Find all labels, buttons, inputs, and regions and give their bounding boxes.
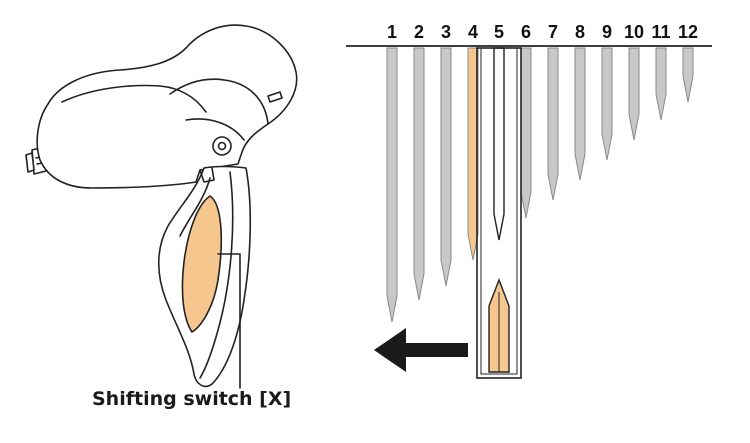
- gear-label-8: 8: [575, 22, 585, 42]
- hood-ridge-line: [169, 78, 269, 125]
- shifting-switch-x: [181, 195, 223, 333]
- gear-bar-1: [386, 47, 398, 323]
- figure-caption: Shifting switch [X]: [92, 388, 292, 410]
- gear-bar-6: [520, 47, 532, 219]
- blade-upper-edge: [179, 177, 211, 237]
- pivot-bolt-icon: [212, 136, 232, 156]
- gear-label-11: 11: [651, 22, 670, 42]
- gear-label-6: 6: [521, 22, 531, 42]
- lever-hood: [36, 24, 298, 189]
- gear-label-10: 10: [624, 22, 644, 42]
- hood-side-line: [185, 118, 245, 141]
- switch-callout-line: [217, 253, 241, 389]
- selected-gear-frame: [476, 47, 522, 379]
- gear-bar-7: [547, 47, 559, 201]
- blade-inner-edge: [199, 171, 234, 379]
- gear-label-12: 12: [678, 22, 698, 42]
- gear-bar-10: [628, 47, 640, 141]
- gear-bar-12: [682, 47, 694, 103]
- gear-label-7: 7: [548, 22, 558, 42]
- gear-label-4: 4: [468, 22, 478, 42]
- hood-slot: [267, 91, 283, 103]
- shift-direction-arrow-icon: [374, 328, 468, 372]
- gear-bar-3: [440, 47, 452, 287]
- gear-bar-9: [601, 47, 613, 161]
- pivot-bolt-center: [217, 141, 227, 151]
- gear-bar-group: [386, 47, 694, 323]
- gear-label-2: 2: [414, 22, 424, 42]
- gear-label-3: 3: [441, 22, 451, 42]
- gear-label-5: 5: [494, 22, 504, 42]
- gear-5-inner-frame: [480, 47, 518, 375]
- shift-lever-illustration: [25, 24, 298, 389]
- gear-bar-2: [413, 47, 425, 301]
- gear-bar-11: [655, 47, 667, 121]
- gear-bar-8: [574, 47, 586, 181]
- hood-contour-line: [61, 84, 207, 113]
- lever-hinge: [199, 167, 215, 183]
- gear-label-1: 1: [387, 22, 397, 42]
- gear-bar-5: [493, 47, 505, 241]
- gear-label-9: 9: [602, 22, 612, 42]
